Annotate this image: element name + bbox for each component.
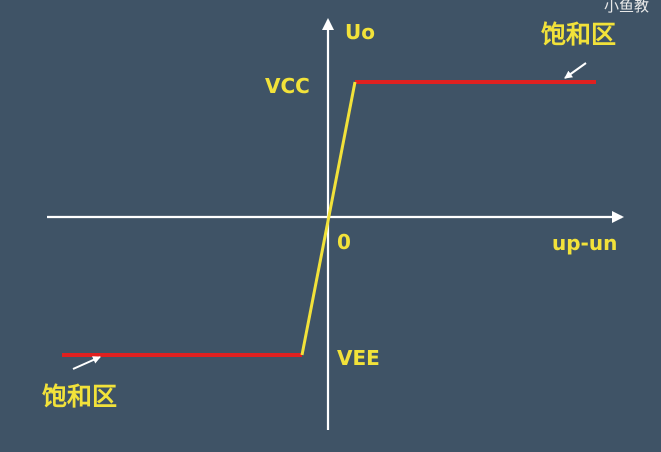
linear-transition-line	[300, 81, 357, 356]
watermark: 小鱼教	[604, 0, 650, 15]
y-axis-label: Uo	[345, 20, 375, 44]
x-axis-label: up-un	[552, 231, 618, 255]
lower-saturation-region-label: 饱和区	[42, 382, 118, 411]
upper-pointer-arrow	[564, 62, 587, 79]
lower-pointer-arrow	[72, 356, 101, 370]
vcc-label: VCC	[265, 74, 310, 98]
upper-saturation-region-label: 饱和区	[541, 20, 617, 49]
vee-label: VEE	[337, 346, 380, 370]
origin-label: 0	[337, 230, 351, 254]
